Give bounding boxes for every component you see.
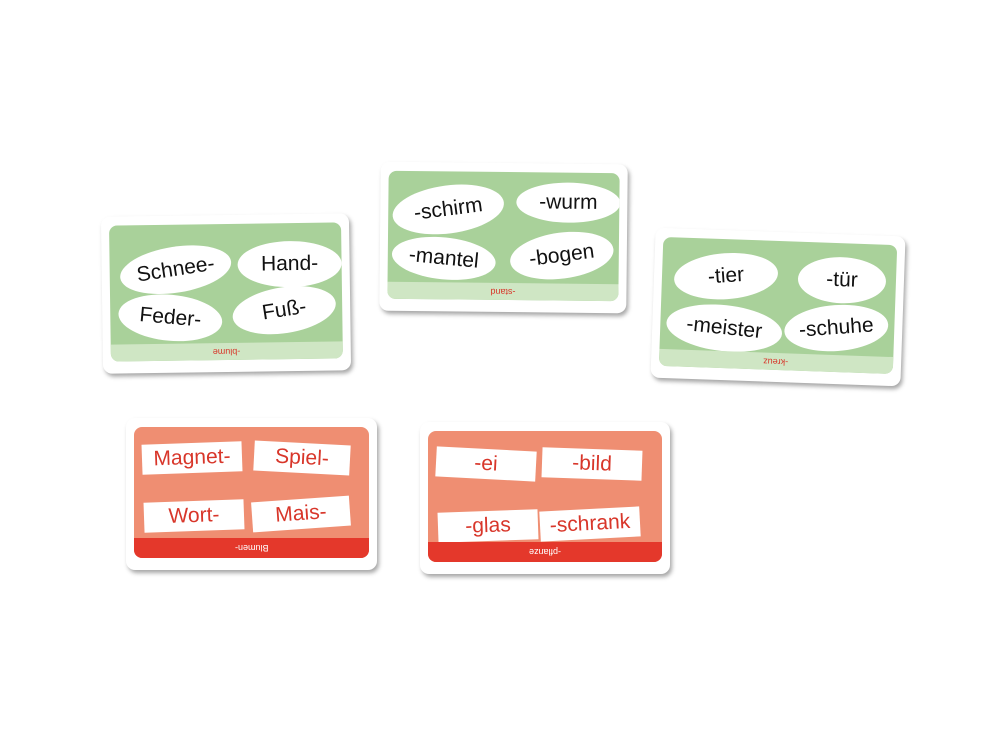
card-face: Schnee- Hand- Feder- Fuß- -blume xyxy=(109,222,343,362)
word-label: Mais- xyxy=(251,495,351,533)
word-card-blumen: Magnet- Spiel- Wort- Mais- Blumen- xyxy=(126,418,377,570)
footer-text: Blumen- xyxy=(234,543,269,553)
footer-text: -kreuz xyxy=(763,356,789,367)
word-label: Wort- xyxy=(143,499,245,533)
word-card-pflanze: -ei -bild -glas -schrank -pflanze xyxy=(420,422,670,574)
card-face: -tier -tür -meister -schuhe -kreuz xyxy=(658,236,898,375)
word-label: -bild xyxy=(541,447,643,481)
word-card-stand: -schirm -wurm -mantel -bogen -stand xyxy=(379,161,628,314)
word-oval: -tür xyxy=(797,255,887,305)
card-footer: -kreuz xyxy=(658,348,894,375)
card-footer: -stand xyxy=(387,281,619,302)
card-face: -ei -bild -glas -schrank -pflanze xyxy=(428,431,662,562)
word-oval: -tier xyxy=(672,249,780,303)
word-oval: -schirm xyxy=(389,178,507,241)
word-oval: Schnee- xyxy=(116,238,235,301)
word-oval: -wurm xyxy=(516,182,620,224)
footer-text: -stand xyxy=(490,286,516,297)
word-label: Spiel- xyxy=(253,440,351,476)
card-footer: -blume xyxy=(110,341,343,362)
word-card-kreuz: -tier -tür -meister -schuhe -kreuz xyxy=(650,227,906,387)
word-oval: -bogen xyxy=(507,226,617,286)
word-label: -schrank xyxy=(539,506,641,542)
card-footer: -pflanze xyxy=(428,542,662,562)
word-oval: Fuß- xyxy=(229,279,340,341)
footer-text: -pflanze xyxy=(528,547,562,557)
word-card-blume: Schnee- Hand- Feder- Fuß- -blume xyxy=(100,213,352,374)
word-label: -ei xyxy=(435,446,537,482)
card-footer: Blumen- xyxy=(134,538,369,558)
card-face: Magnet- Spiel- Wort- Mais- Blumen- xyxy=(134,427,369,558)
card-face: -schirm -wurm -mantel -bogen -stand xyxy=(387,170,620,302)
word-label: -glas xyxy=(437,509,539,543)
word-oval: Hand- xyxy=(237,240,342,288)
word-label: Magnet- xyxy=(141,441,243,475)
footer-text: -blume xyxy=(212,346,241,357)
word-oval: -schuhe xyxy=(782,301,890,355)
word-oval: -meister xyxy=(664,299,785,358)
word-oval: Feder- xyxy=(116,290,225,346)
word-oval: -mantel xyxy=(389,232,498,285)
